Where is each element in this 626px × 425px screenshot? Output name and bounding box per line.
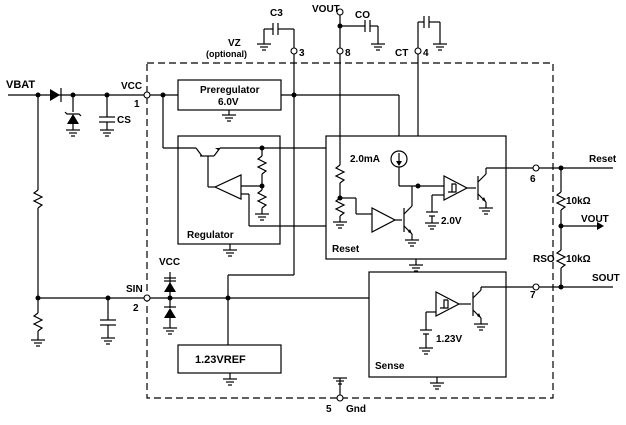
pin5-label: 5 [326,404,332,415]
transient-zener [64,95,82,137]
c3-capacitor [257,23,295,51]
c3-label: C3 [270,8,283,19]
reset-output-label: Reset [589,154,617,165]
cs-label: CS [117,115,131,126]
vref-label: 1.23VREF [195,354,246,366]
ct-label: CT [395,48,408,59]
vbat-label: VBAT [6,79,35,91]
cs-capacitor [99,95,115,137]
pin1-label: 1 [134,99,140,110]
reset-block-label: Reset [332,244,360,255]
vout-right-label: VOUT [581,214,609,225]
pass-transistor [163,147,340,168]
preregulator-voltage: 6.0V [218,97,239,108]
pin8-label: 8 [345,48,351,59]
current-source-label: 2.0mA [350,154,380,165]
output-resistors [555,168,604,290]
reset-block [325,135,507,260]
current-source [390,150,408,186]
vbat-rail [8,92,147,98]
pin5-marker [336,394,344,402]
preregulator-label: Preregulator [200,85,260,96]
pin7-label: 7 [530,290,536,301]
pin2-label: 2 [133,303,139,314]
input-clamp-diodes [163,272,177,335]
vcc-pin-label: VCC [121,81,142,92]
rso-label: RSO [533,254,555,265]
pin1-marker [143,91,151,99]
pin6-marker [532,164,540,172]
pin6-label: 6 [530,174,536,185]
gnd-label: Gnd [346,404,366,415]
co-label: CO [355,10,370,21]
regulator-label: Regulator [187,230,234,241]
vbat-divider [31,95,45,347]
reset-ref-label: 2.0V [441,216,462,227]
vout-top-label: VOUT [312,4,340,15]
vout-co [336,8,385,148]
vz-optional-label: (optional) [206,49,247,59]
pin3-label: 3 [299,48,305,59]
sense-comparator [419,286,533,355]
pin4-label: 4 [423,48,429,59]
sout-label: SOUT [592,273,620,284]
sense-ref-label: 1.23V [436,334,462,345]
vref-block [177,344,282,374]
vcc-clamp-label: VCC [159,257,180,268]
vz-label: VZ [228,38,241,49]
reset-comparator-2 [425,167,533,230]
sin-label: SIN [126,284,143,295]
preregulator-block [177,79,282,111]
reset-comparator-1 [371,186,419,247]
r-bottom-label: 10kΩ [566,254,591,265]
r-top-label: 10kΩ [566,196,591,207]
sense-block-label: Sense [375,361,405,372]
input-diode [50,88,62,102]
ic-package-outline [146,62,554,399]
regulator-divider [255,148,269,221]
